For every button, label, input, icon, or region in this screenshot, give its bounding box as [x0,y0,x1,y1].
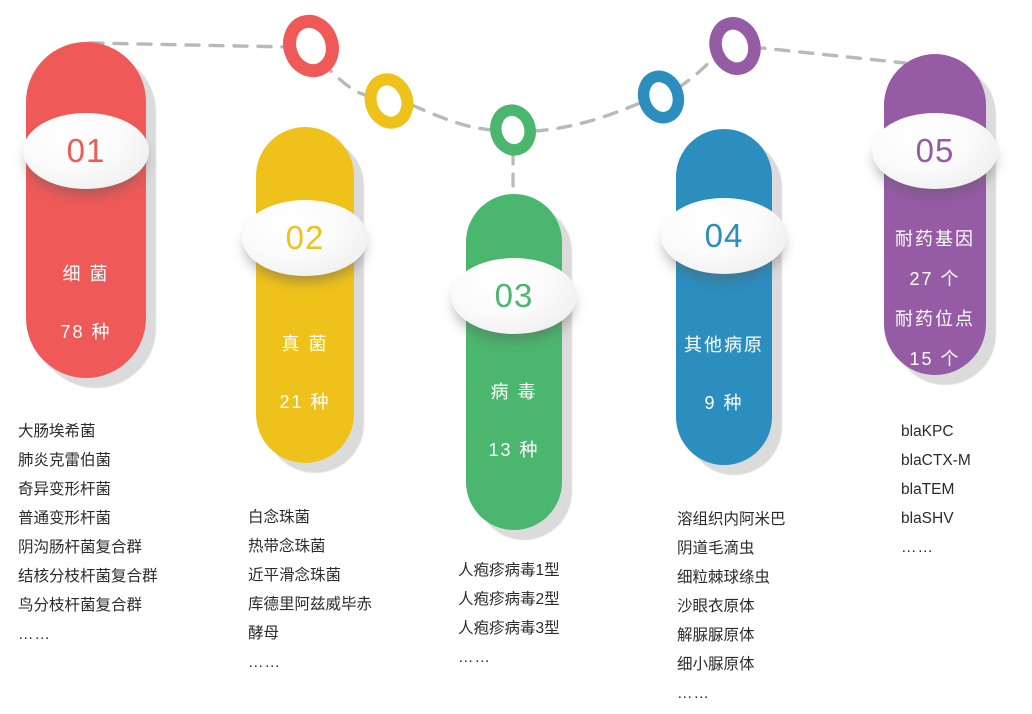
pillar-04-label: 其他病原 [684,335,764,355]
list-item-ellipsis: …… [677,685,710,702]
list-item: 细粒棘球绦虫 [677,569,771,586]
pillar-04-count: 9 种 [704,393,744,413]
list-item-ellipsis: …… [248,654,281,671]
list-item: 阴沟肠杆菌复合群 [18,539,143,556]
pillar-01-label: 细 菌 [62,264,110,284]
ring-marker-blue [637,70,685,124]
pillar-04-body [676,129,772,465]
pillar-05-count-2: 15 个 [909,349,961,369]
pillar-04[interactable]: 其他病原 9 种 [676,129,782,475]
list-item: 人疱疹病毒1型 [458,562,560,579]
list-item: 阴道毛滴虫 [677,540,755,557]
list-02: 白念珠菌 热带念珠菌 近平滑念珠菌 库德里阿兹威毕赤 酵母 …… [248,503,372,677]
badge-05-number: 05 [915,131,955,169]
list-item: 结核分枝杆菌复合群 [18,568,158,585]
pillar-05-count: 27 个 [909,269,961,289]
list-01: 大肠埃希菌 肺炎克雷伯菌 奇异变形杆菌 普通变形杆菌 阴沟肠杆菌复合群 结核分枝… [18,417,158,649]
list-item: 热带念珠菌 [248,538,326,555]
badge-04[interactable]: 04 [661,198,787,274]
pillar-02[interactable]: 真 菌 21 种 [256,127,364,473]
list-item: 人疱疹病毒3型 [458,620,560,637]
list-05: blaKPC blaCTX-M blaTEM blaSHV …… [901,417,971,562]
list-item: 库德里阿兹威毕赤 [248,596,373,613]
list-item: 奇异变形杆菌 [18,481,112,498]
badge-02-number: 02 [285,218,325,256]
badge-05[interactable]: 05 [872,113,998,189]
list-item: 鸟分枝杆菌复合群 [18,597,143,614]
list-item: blaSHV [901,510,954,527]
list-item: 肺炎克雷伯菌 [18,452,112,469]
pillar-05-label-2: 耐药位点 [895,309,975,329]
list-item-ellipsis: …… [18,626,51,643]
pillar-01[interactable]: 细 菌 78 种 [26,42,156,388]
list-item: 沙眼衣原体 [677,598,755,615]
list-item: blaKPC [901,423,954,440]
pillar-02-body [256,127,354,463]
list-item-ellipsis: …… [901,539,934,556]
list-item: 解脲脲原体 [677,627,755,644]
list-item: 普通变形杆菌 [18,510,112,527]
pillar-03-count: 13 种 [488,440,540,460]
badge-03-number: 03 [494,276,534,314]
pillar-03[interactable]: 病 毒 13 种 [466,194,572,540]
list-item: 大肠埃希菌 [18,423,96,440]
badge-01-number: 01 [66,131,106,169]
list-04: 溶组织内阿米巴 阴道毛滴虫 细粒棘球绦虫 沙眼衣原体 解脲脲原体 细小脲原体 …… [677,505,786,708]
pillar-03-label: 病 毒 [490,382,538,402]
list-item: 人疱疹病毒2型 [458,591,560,608]
badge-01[interactable]: 01 [23,113,149,189]
list-item: 细小脲原体 [677,656,755,673]
list-item: blaTEM [901,481,955,498]
badge-02[interactable]: 02 [242,200,368,276]
list-item-ellipsis: …… [458,649,491,666]
pillar-01-count: 78 种 [60,322,112,342]
list-item: 酵母 [248,625,280,642]
dashed-connector-path [88,41,907,133]
pillar-05-label: 耐药基因 [895,229,975,249]
pillar-05[interactable]: 耐药基因 27 个 耐药位点 15 个 [884,54,996,385]
badge-03[interactable]: 03 [451,258,577,334]
pillar-02-label: 真 菌 [281,334,329,354]
ring-marker-green [490,104,536,156]
ring-marker-purple [709,17,761,75]
list-item: blaCTX-M [901,452,971,469]
ring-marker-yellow [364,73,414,129]
list-item: 溶组织内阿米巴 [677,511,786,528]
list-item: 白念珠菌 [248,509,311,526]
ring-marker-red [283,14,339,78]
badge-04-number: 04 [704,216,744,254]
list-item: 近平滑念珠菌 [248,567,342,584]
pillar-02-count: 21 种 [279,392,331,412]
pillar-03-body [466,194,562,530]
list-03: 人疱疹病毒1型 人疱疹病毒2型 人疱疹病毒3型 …… [458,556,560,672]
